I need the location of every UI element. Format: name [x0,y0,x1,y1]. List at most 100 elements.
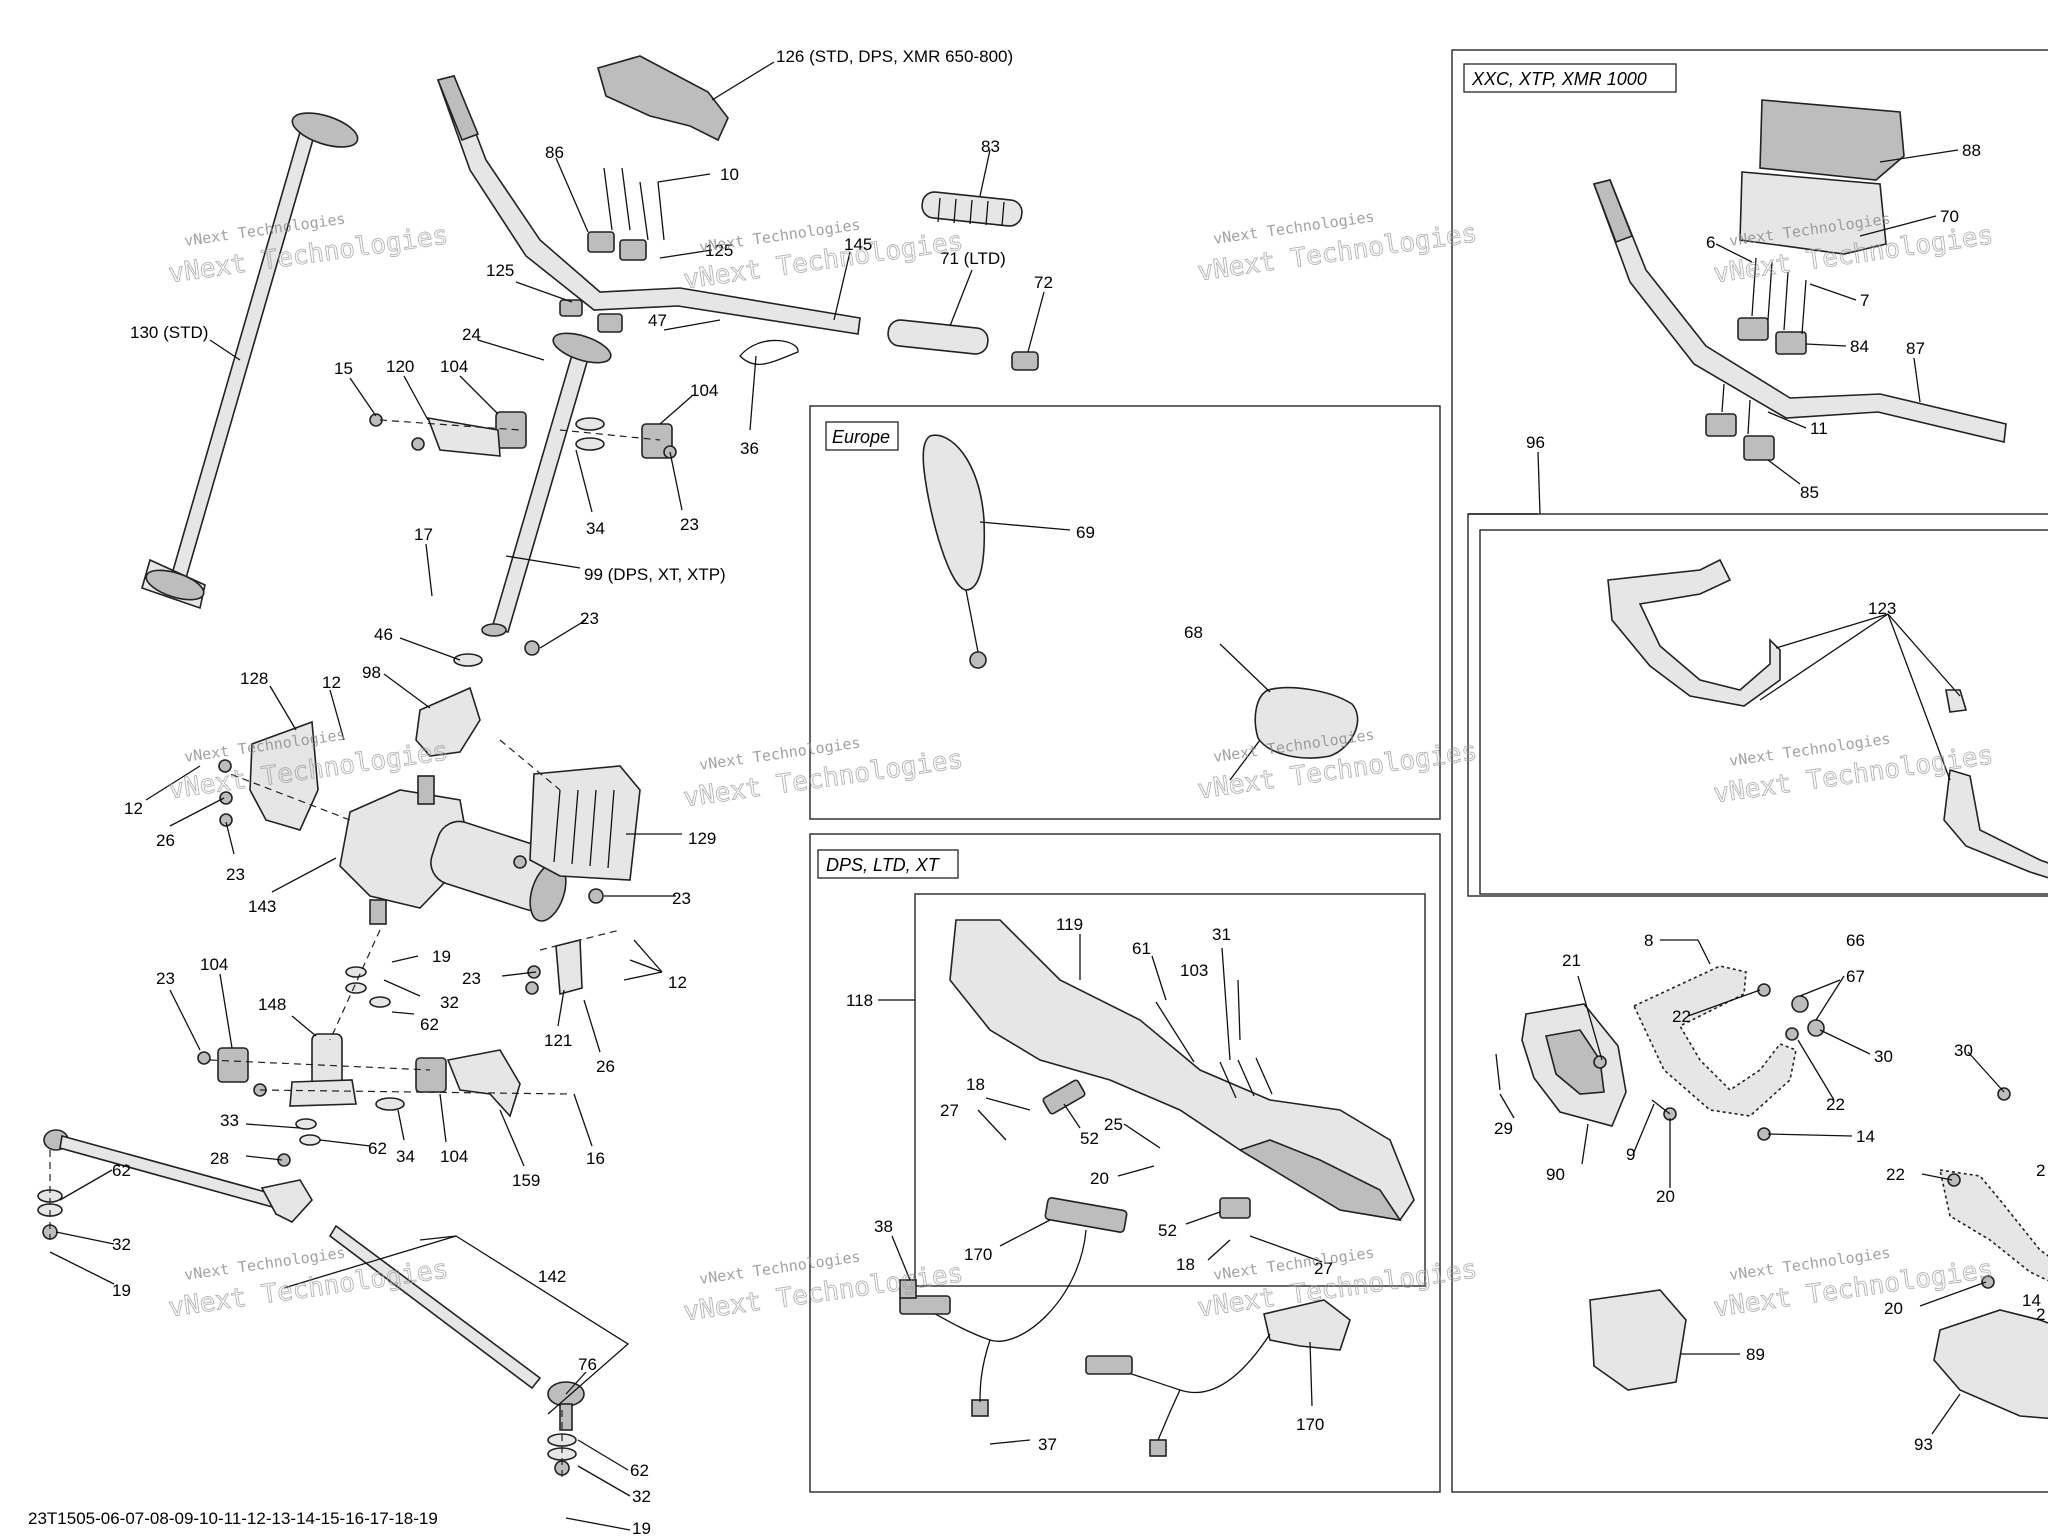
callout-2a: 2 [2036,1161,2045,1180]
callout-96: 96 [1526,433,1545,452]
callout-66: 66 [1846,931,1865,950]
callout-148: 148 [258,995,286,1014]
switch-52b [1219,1197,1251,1219]
watermark-2: vNext Technologies vNext Technologies [681,216,965,296]
callout-14a: 14 [1856,1127,1875,1146]
xxc-panel-frame [1451,49,2048,1493]
callout-37: 37 [1038,1435,1057,1454]
hand-guard-93 [1933,1309,2048,1420]
callout-67: 67 [1846,967,1865,986]
bracket-dotted [1632,965,1797,1117]
tie-rod-left [43,1129,313,1223]
bolts-31 [1219,1057,1273,1099]
callout-38: 38 [874,1217,893,1236]
callout-71: 71 (LTD) [940,249,1006,268]
cover-89 [1589,1289,1687,1391]
callout-23e: 23 [462,969,481,988]
callout-103: 103 [1180,961,1208,980]
callout-62a: 62 [420,1015,439,1034]
steering-column-130 [141,112,359,610]
callout-121: 121 [544,1031,572,1050]
callout-24: 24 [462,325,481,344]
callout-119: 119 [1056,915,1083,934]
callout-26a: 26 [156,831,175,850]
callout-145: 145 [844,235,872,254]
callout-32a: 32 [440,993,459,1012]
watermark-10: vNext Technologies vNext Technologies [681,1248,965,1328]
handlebar-145 [436,75,861,335]
callout-85: 85 [1800,483,1819,502]
callout-130: 130 (STD) [130,323,208,342]
callout-123: 123 [1868,599,1896,618]
callout-93: 93 [1914,1435,1933,1454]
callout-23d: 23 [672,889,691,908]
callout-2b: 2 [2036,1305,2045,1324]
dps-parts [899,919,1415,1457]
callout-21: 21 [1562,951,1581,970]
callout-70: 70 [1940,207,1959,226]
callout-9: 9 [1626,1145,1635,1164]
callout-23c: 23 [226,865,245,884]
europe-mirrors [922,434,1359,781]
riser-clamps [559,167,665,333]
callout-99: 99 (DPS, XT, XTP) [584,565,726,584]
callout-128: 128 [240,669,268,688]
callout-7: 7 [1860,291,1869,310]
callout-170b: 170 [1296,1415,1324,1434]
callout-23f: 23 [156,969,175,988]
watermark-3: vNext Technologies vNext Technologies [1195,208,1479,288]
callout-104a: 104 [440,357,468,376]
callout-12a: 12 [322,673,341,692]
europe-panel-frame [809,405,1441,820]
callout-87: 87 [1906,339,1925,358]
callout-125b: 125 [486,261,514,280]
bearing-104d [415,1057,447,1093]
callout-104d: 104 [440,1147,468,1166]
assembly-lines-left [49,419,661,1480]
callout-52a: 52 [1080,1129,1099,1148]
callout-18b: 18 [1176,1255,1195,1274]
callout-8: 8 [1644,931,1653,950]
callout-83: 83 [981,137,1000,156]
callout-14b: 14 [2022,1291,2041,1310]
callout-30a: 30 [1874,1047,1893,1066]
cover-88 [1759,99,1905,181]
callout-52b: 52 [1158,1221,1177,1240]
mirror-68 [1254,686,1359,759]
callout-32c: 32 [632,1487,651,1506]
callout-22b: 22 [1826,1095,1845,1114]
callout-33: 33 [220,1111,239,1130]
callout-129: 129 [688,829,716,848]
callout-28: 28 [210,1149,229,1168]
leader-lines [49,61,2005,1531]
column-148 [289,1033,357,1107]
callout-18a: 18 [966,1075,985,1094]
grip-71 [887,319,989,355]
callout-19c: 19 [632,1519,651,1536]
callout-142: 142 [538,1267,566,1286]
callout-27a: 27 [940,1101,959,1120]
svg-text:Europe: Europe [832,427,890,447]
callout-61: 61 [1132,939,1151,958]
callout-68: 68 [1184,623,1203,642]
bracket-lower-dotted [1938,1169,2048,1282]
callout-159: 159 [512,1171,540,1190]
callout-98: 98 [362,663,381,682]
bracket-121 [555,938,583,996]
boot-98 [415,686,481,757]
heater-harness-170a [899,1197,1128,1417]
callout-22c: 22 [1886,1165,1905,1184]
callout-10: 10 [720,165,739,184]
watermark-12: vNext Technologies vNext Technologies [1711,1244,1995,1324]
callout-23b: 23 [580,609,599,628]
callout-20b: 20 [1656,1187,1675,1206]
callout-126: 126 (STD, DPS, XMR 650-800) [776,47,1013,66]
xxc-parts [1495,99,2048,1420]
xxc-inner-frame-2 [1479,529,2048,895]
callout-20c: 20 [1884,1299,1903,1318]
callout-36: 36 [740,439,759,458]
callout-15: 15 [334,359,353,378]
callout-34b: 34 [396,1147,415,1166]
europe-panel-title: Europe [825,421,899,451]
